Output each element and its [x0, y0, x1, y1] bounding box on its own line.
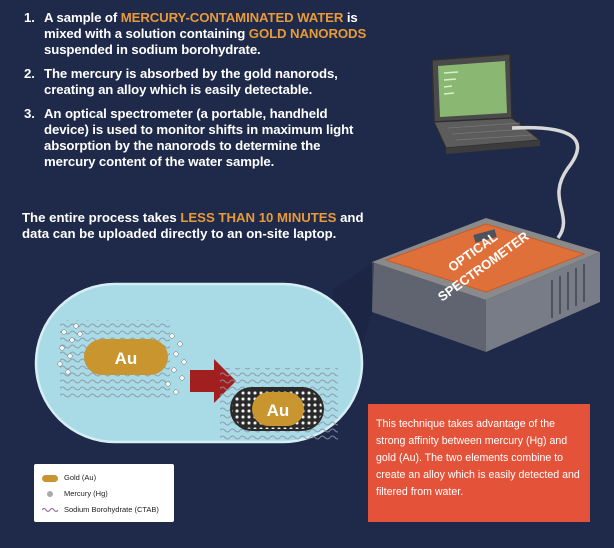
- legend-item-gold: Gold (Au): [42, 473, 96, 482]
- summary-part: The entire process takes: [22, 210, 181, 225]
- step-number: 1.: [24, 10, 35, 25]
- steps-list: 1. A sample of MERCURY-CONTAMINATED WATE…: [22, 10, 374, 178]
- rod-label-after: Au: [267, 401, 290, 420]
- step-highlight: GOLD NANORODS: [248, 26, 367, 41]
- ctab-wave-icon: [42, 507, 58, 513]
- rod-label-before: Au: [115, 349, 138, 368]
- step-item: 1. A sample of MERCURY-CONTAMINATED WATE…: [22, 10, 374, 58]
- info-note: This technique takes advantage of the st…: [368, 404, 590, 522]
- gold-nanorod-icon: [84, 339, 168, 375]
- summary-text: The entire process takes LESS THAN 10 MI…: [22, 210, 374, 242]
- legend-label: Sodium Borohydrate (CTAB): [64, 505, 159, 514]
- step-number: 2.: [24, 66, 35, 81]
- step-item: 2. The mercury is absorbed by the gold n…: [22, 66, 374, 98]
- legend-item-ctab: Sodium Borohydrate (CTAB): [42, 505, 159, 514]
- cable: [511, 125, 580, 240]
- summary-part: and data can be uploaded directly to an …: [22, 210, 364, 241]
- gold-nanorod-icon: [252, 392, 304, 426]
- step-item: 3. An optical spectrometer (a portable, …: [22, 106, 374, 170]
- legend-label: Mercury (Hg): [64, 489, 108, 498]
- legend-item-mercury: Mercury (Hg): [42, 489, 108, 498]
- magnified-capsule: Au Au: [34, 282, 364, 444]
- mercury-dots-left: [57, 323, 187, 395]
- step-text: A sample of: [44, 10, 121, 25]
- legend: Gold (Au) Mercury (Hg) Sodium Borohydrat…: [34, 464, 174, 522]
- summary-highlight: LESS THAN 10 MINUTES: [180, 210, 337, 225]
- legend-label: Gold (Au): [64, 473, 97, 482]
- step-highlight: MERCURY-CONTAMINATED WATER: [120, 10, 344, 25]
- laptop-icon: [431, 53, 542, 154]
- step-text: is mixed with a solution containing: [44, 10, 358, 41]
- step-text: An optical spectrometer (a portable, han…: [44, 106, 354, 169]
- mercury-dot-icon: [47, 491, 53, 498]
- spectrometer-device-icon: OPTICAL SPECTROMETER: [372, 218, 600, 352]
- step-number: 3.: [24, 106, 35, 121]
- gold-swatch-icon: [42, 474, 58, 482]
- step-text: suspended in sodium borohydrate.: [44, 42, 261, 57]
- step-text: The mercury is absorbed by the gold nano…: [44, 66, 338, 97]
